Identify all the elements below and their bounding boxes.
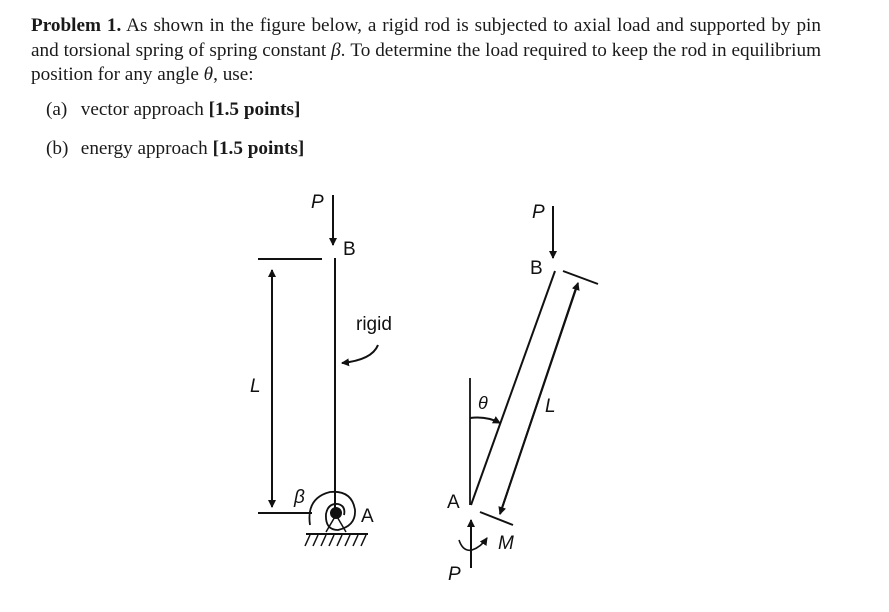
right-top-label: B — [530, 258, 543, 279]
left-figure — [258, 195, 379, 547]
problem-statement: Problem 1. As shown in the figure below,… — [31, 14, 821, 88]
item-b: (b) energy approach [1.5 points] — [46, 138, 304, 160]
rigid-rod-inclined — [470, 270, 556, 506]
item-a-label: (a) — [46, 99, 68, 120]
item-b-text: energy approach — [80, 138, 213, 159]
left-pin-label: A — [361, 506, 374, 527]
left-length-label: L — [250, 376, 261, 397]
moment-arrow-icon — [458, 537, 488, 552]
problem-heading: Problem 1. — [31, 15, 122, 36]
item-a: (a) vector approach [1.5 points] — [46, 99, 300, 121]
problem-text-1: As shown in the figure below, a rigid ro… — [31, 15, 821, 61]
right-angle-label: θ — [478, 393, 488, 413]
theta-symbol: θ — [203, 64, 214, 85]
angle-arrow-icon — [469, 416, 501, 424]
left-spring-label: β — [293, 487, 305, 508]
item-b-points: [1.5 points] — [212, 138, 305, 159]
torsional-spring-icon — [308, 490, 356, 531]
right-length-label: L — [545, 396, 556, 417]
right-moment-label: M — [498, 533, 514, 554]
item-a-points: [1.5 points] — [208, 99, 301, 120]
problem-text-3: , use: — [213, 64, 254, 85]
pin-icon — [330, 507, 342, 519]
pointer-arrow-icon — [341, 344, 379, 367]
right-pin-label: A — [447, 492, 460, 513]
left-load-label: P — [311, 192, 324, 213]
item-a-text: vector approach — [80, 99, 209, 120]
problem-text-2: . To determine the load required to keep… — [31, 39, 822, 86]
right-figure — [458, 206, 599, 568]
item-b-label: (b) — [46, 138, 69, 159]
left-top-label: B — [343, 239, 356, 260]
right-reaction-label: P — [448, 564, 461, 585]
beta-symbol: β — [331, 39, 341, 61]
right-load-label: P — [532, 202, 545, 223]
left-rod-label: rigid — [356, 314, 392, 335]
